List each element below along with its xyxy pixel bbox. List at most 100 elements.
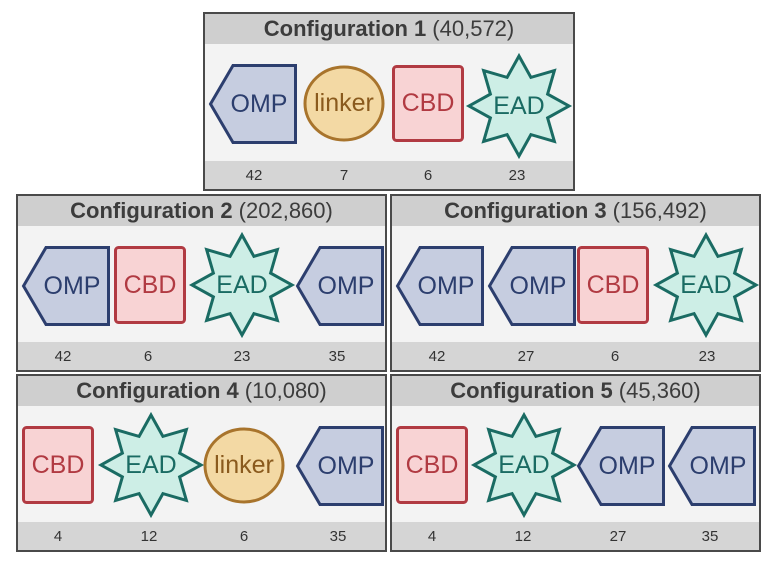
module-ead: EAD [97, 411, 205, 519]
configuration-3-title: Configuration 3 [444, 198, 607, 223]
configuration-1-header: Configuration 1 (40,572) [205, 14, 573, 44]
module-number: 42 [245, 167, 263, 184]
configuration-4-panel: Configuration 4 (10,080) CBD EAD linker … [16, 374, 387, 552]
configuration-5-title: Configuration 5 [450, 378, 613, 403]
cbd-label: CBD [401, 89, 455, 117]
module-number: 4 [427, 528, 437, 545]
module-ead: EAD [188, 231, 296, 339]
module-number: 42 [428, 348, 446, 365]
omp-label: OMP [317, 271, 375, 300]
module-number: 6 [239, 528, 249, 545]
cbd-shape [114, 246, 186, 324]
ead-shape [97, 411, 205, 519]
omp-shape [21, 246, 110, 326]
module-number: 23 [233, 348, 251, 365]
module-number: 27 [517, 348, 535, 365]
cbd-label: CBD [586, 270, 640, 299]
linker-label: linker [214, 451, 274, 479]
configuration-3-header: Configuration 3 (156,492) [392, 196, 759, 226]
module-number: 23 [698, 348, 716, 365]
ead-label: EAD [125, 450, 177, 479]
configuration-4-header: Configuration 4 (10,080) [18, 376, 385, 406]
module-number: 6 [143, 348, 153, 365]
linker-shape [303, 65, 385, 142]
module-omp: OMP [295, 426, 384, 506]
omp-shape [295, 426, 384, 506]
module-number: 35 [328, 348, 346, 365]
module-linker: linker [303, 65, 385, 142]
configuration-1-panel: Configuration 1 (40,572) OMP linker CBD … [203, 12, 575, 191]
module-number: 35 [329, 528, 347, 545]
configuration-2-header: Configuration 2 (202,860) [18, 196, 385, 226]
ead-shape [470, 411, 578, 519]
module-omp: OMP [395, 246, 484, 326]
module-omp: OMP [208, 64, 297, 144]
configuration-5-count: (45,360) [618, 378, 701, 403]
module-ead: EAD [465, 52, 573, 160]
module-ead: EAD [652, 231, 760, 339]
configuration-2-footer: 42 6 23 35 [18, 342, 385, 370]
omp-shape [395, 246, 484, 326]
ead-label: EAD [493, 91, 545, 120]
configuration-1-footer: 42 7 6 23 [205, 161, 573, 189]
configuration-4-footer: 4 12 6 35 [18, 522, 385, 550]
ead-shape [188, 231, 296, 339]
configuration-5-panel: Configuration 5 (45,360) CBD EAD OMP OMP… [390, 374, 761, 552]
omp-label: OMP [43, 271, 101, 300]
cbd-shape [392, 65, 464, 142]
cbd-shape [396, 426, 468, 504]
configuration-1-title: Configuration 1 [263, 16, 427, 41]
omp-shape [576, 426, 665, 506]
module-number: 42 [54, 348, 72, 365]
module-ead: EAD [470, 411, 578, 519]
configuration-3-panel: Configuration 3 (156,492) OMP OMP CBD EA… [390, 194, 761, 372]
omp-label: OMP [598, 451, 656, 480]
module-cbd: CBD [392, 65, 464, 142]
module-number: 12 [140, 528, 158, 545]
configuration-3-footer: 42 27 6 23 [392, 342, 759, 370]
module-number: 35 [701, 528, 719, 545]
module-omp: OMP [667, 426, 756, 506]
omp-label: OMP [689, 451, 747, 480]
configuration-5-header: Configuration 5 (45,360) [392, 376, 759, 406]
omp-shape [295, 246, 384, 326]
configuration-2-panel: Configuration 2 (202,860) OMP CBD EAD OM… [16, 194, 387, 372]
ead-shape [652, 231, 760, 339]
module-cbd: CBD [396, 426, 468, 504]
cbd-label: CBD [405, 450, 459, 479]
module-linker: linker [203, 427, 285, 504]
module-cbd: CBD [577, 246, 649, 324]
omp-shape [208, 64, 297, 144]
configuration-4-count: (10,080) [244, 378, 327, 403]
ead-shape [465, 52, 573, 160]
configuration-1-count: (40,572) [432, 16, 515, 41]
module-number: 27 [609, 528, 627, 545]
ead-label: EAD [216, 270, 268, 299]
module-cbd: CBD [114, 246, 186, 324]
configuration-2-count: (202,860) [238, 198, 333, 223]
ead-label: EAD [680, 270, 732, 299]
omp-shape [667, 426, 756, 506]
module-number: 23 [508, 167, 526, 184]
cbd-shape [22, 426, 94, 504]
omp-label: OMP [417, 271, 475, 300]
configuration-5-footer: 4 12 27 35 [392, 522, 759, 550]
module-number: 6 [610, 348, 620, 365]
configuration-3-count: (156,492) [612, 198, 707, 223]
omp-shape [487, 246, 576, 326]
configuration-2-title: Configuration 2 [70, 198, 233, 223]
linker-shape [203, 427, 285, 504]
ead-label: EAD [498, 450, 550, 479]
cbd-label: CBD [31, 450, 85, 479]
linker-label: linker [314, 89, 374, 117]
cbd-shape [577, 246, 649, 324]
omp-label: OMP [230, 89, 288, 118]
cbd-label: CBD [123, 270, 177, 299]
module-number: 6 [423, 167, 433, 184]
module-omp: OMP [487, 246, 576, 326]
omp-label: OMP [509, 271, 567, 300]
module-cbd: CBD [22, 426, 94, 504]
module-number: 4 [53, 528, 63, 545]
configuration-4-title: Configuration 4 [76, 378, 239, 403]
module-number: 12 [514, 528, 532, 545]
